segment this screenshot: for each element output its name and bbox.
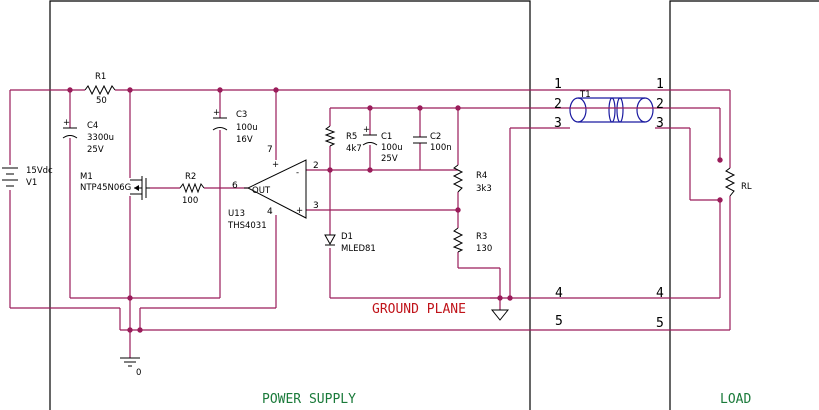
m1-value: NTP45N06G <box>80 183 131 193</box>
u13-opamp-symbol: - + + <box>244 159 307 219</box>
c3-value2: 16V <box>236 135 253 145</box>
v1-value: 15Vdc <box>26 166 53 176</box>
u13-pin-vminus: 4 <box>267 207 273 217</box>
right-pin-1: 1 <box>656 77 664 92</box>
r2-resistor-symbol <box>179 182 205 194</box>
right-pin-4: 4 <box>656 286 664 301</box>
v1-battery-symbol <box>2 167 18 187</box>
r4-ref: R4 <box>476 171 487 181</box>
power-supply-label: POWER SUPPLY <box>262 392 356 407</box>
d1-led-symbol <box>324 234 336 246</box>
left-pin-3: 3 <box>554 116 562 131</box>
r3-value: 130 <box>476 244 492 254</box>
d1-ref: D1 <box>341 232 353 242</box>
c3-value1: 100u <box>236 123 258 133</box>
svg-text:+: + <box>63 118 70 128</box>
u13-value: THS4031 <box>227 221 267 231</box>
ground-plane-label: GROUND PLANE <box>372 302 466 317</box>
c1-ref: C1 <box>381 132 392 142</box>
m1-mosfet-symbol <box>130 176 150 200</box>
r2-ref: R2 <box>185 172 196 182</box>
c2-ref: C2 <box>430 132 441 142</box>
right-pin-2: 2 <box>656 97 664 112</box>
c4-ref: C4 <box>87 121 98 131</box>
r5-ref: R5 <box>346 132 357 142</box>
r5-value: 4k7 <box>346 144 362 154</box>
r3-ref: R3 <box>476 232 487 242</box>
r1-resistor-symbol <box>84 84 116 96</box>
c2-capacitor-symbol <box>413 136 427 144</box>
m1-ref: M1 <box>80 172 93 182</box>
left-pin-2: 2 <box>554 97 562 112</box>
ground-plane-symbol <box>490 309 510 321</box>
r3-resistor-symbol <box>452 227 464 253</box>
left-pin-1: 1 <box>554 77 562 92</box>
t1-ref: T1 <box>579 90 591 100</box>
left-pin-5: 5 <box>555 314 563 329</box>
svg-text:+: + <box>272 160 279 170</box>
u13-pin-in-minus: 2 <box>313 161 319 171</box>
c1-capacitor-symbol: + <box>362 125 378 146</box>
load-label: LOAD <box>720 392 751 407</box>
d1-value: MLED81 <box>341 244 376 254</box>
wires <box>9 89 731 358</box>
r1-value: 50 <box>96 96 107 106</box>
c4-value1: 3300u <box>87 133 114 143</box>
svg-text:+: + <box>363 125 370 135</box>
u13-pin-vplus: 7 <box>267 145 273 155</box>
v1-ref: V1 <box>26 178 37 188</box>
r4-resistor-symbol <box>452 164 464 193</box>
c3-capacitor-symbol: + <box>212 108 228 131</box>
u13-pin-in-plus: 3 <box>313 201 319 211</box>
c4-value2: 25V <box>87 145 104 155</box>
r2-value: 100 <box>182 196 198 206</box>
u13-pin-out: 6 <box>232 181 238 191</box>
t1-coax-symbol <box>569 97 655 123</box>
region-borders <box>49 0 819 410</box>
c1-value1: 100u <box>381 143 403 153</box>
junction-dots <box>67 87 723 333</box>
c2-value: 100n <box>430 143 452 153</box>
rl-resistor-symbol <box>724 167 736 197</box>
right-pin-3: 3 <box>656 116 664 131</box>
svg-text:+: + <box>213 108 220 118</box>
u13-out-label: OUT <box>252 186 271 196</box>
svg-text:+: + <box>296 206 303 216</box>
svg-text:-: - <box>296 168 299 178</box>
rl-ref: RL <box>741 182 752 192</box>
c3-ref: C3 <box>236 110 247 120</box>
c4-capacitor-symbol: + <box>62 118 78 139</box>
right-pin-5: 5 <box>656 316 664 331</box>
r5-resistor-symbol <box>324 125 336 147</box>
c1-value2: 25V <box>381 154 398 164</box>
ground-node-label: 0 <box>136 368 141 378</box>
ground-symbol <box>120 357 140 367</box>
r1-ref: R1 <box>95 72 106 82</box>
left-pin-4: 4 <box>555 286 563 301</box>
r4-value: 3k3 <box>476 184 492 194</box>
u13-ref: U13 <box>228 209 245 219</box>
